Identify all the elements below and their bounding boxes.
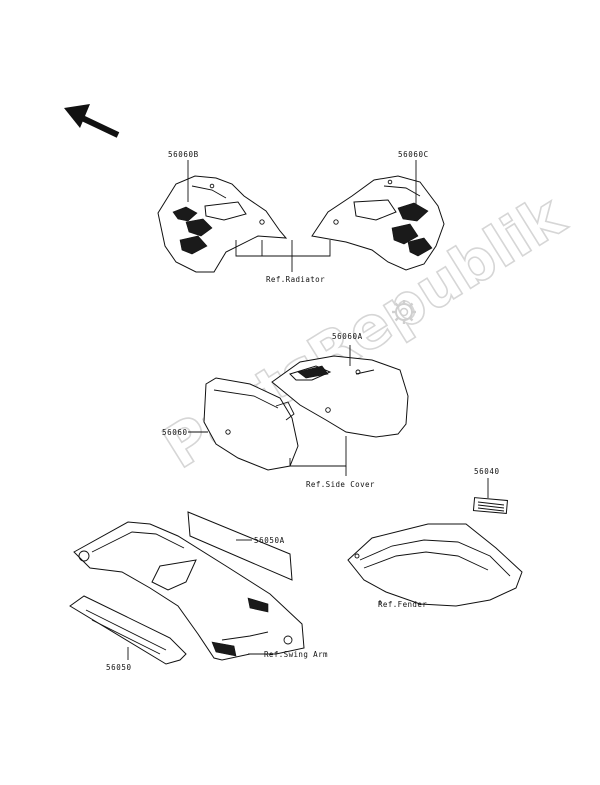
- ref-radiator: Ref.Radiator: [266, 275, 325, 284]
- label-56050a: 56050A: [254, 536, 285, 545]
- swing-arm-decal-top: [187, 511, 293, 581]
- ref-side-cover: Ref.Side Cover: [306, 480, 375, 489]
- leader-lines: [127, 160, 489, 660]
- swing-arm: [73, 521, 305, 661]
- gear-icon: [392, 300, 416, 324]
- label-56040: 56040: [474, 467, 500, 476]
- radiator-shroud-right: [311, 175, 445, 271]
- rear-fender: [347, 523, 523, 607]
- label-56060: 56060: [162, 428, 188, 437]
- ref-swing-arm: Ref.Swing Arm: [264, 650, 328, 659]
- side-cover-left: [203, 377, 299, 471]
- label-56060a: 56060A: [332, 332, 363, 341]
- label-56050: 56050: [106, 663, 132, 672]
- ref-fender: Ref.Fender: [378, 600, 427, 609]
- radiator-shroud-left: [157, 175, 288, 273]
- fender-decal: [472, 497, 508, 514]
- direction-arrow-icon: [64, 104, 120, 138]
- side-cover-right: [271, 355, 409, 438]
- label-56060c: 56060C: [398, 150, 429, 159]
- swing-arm-decal-side: [69, 595, 187, 665]
- label-56060b: 56060B: [168, 150, 199, 159]
